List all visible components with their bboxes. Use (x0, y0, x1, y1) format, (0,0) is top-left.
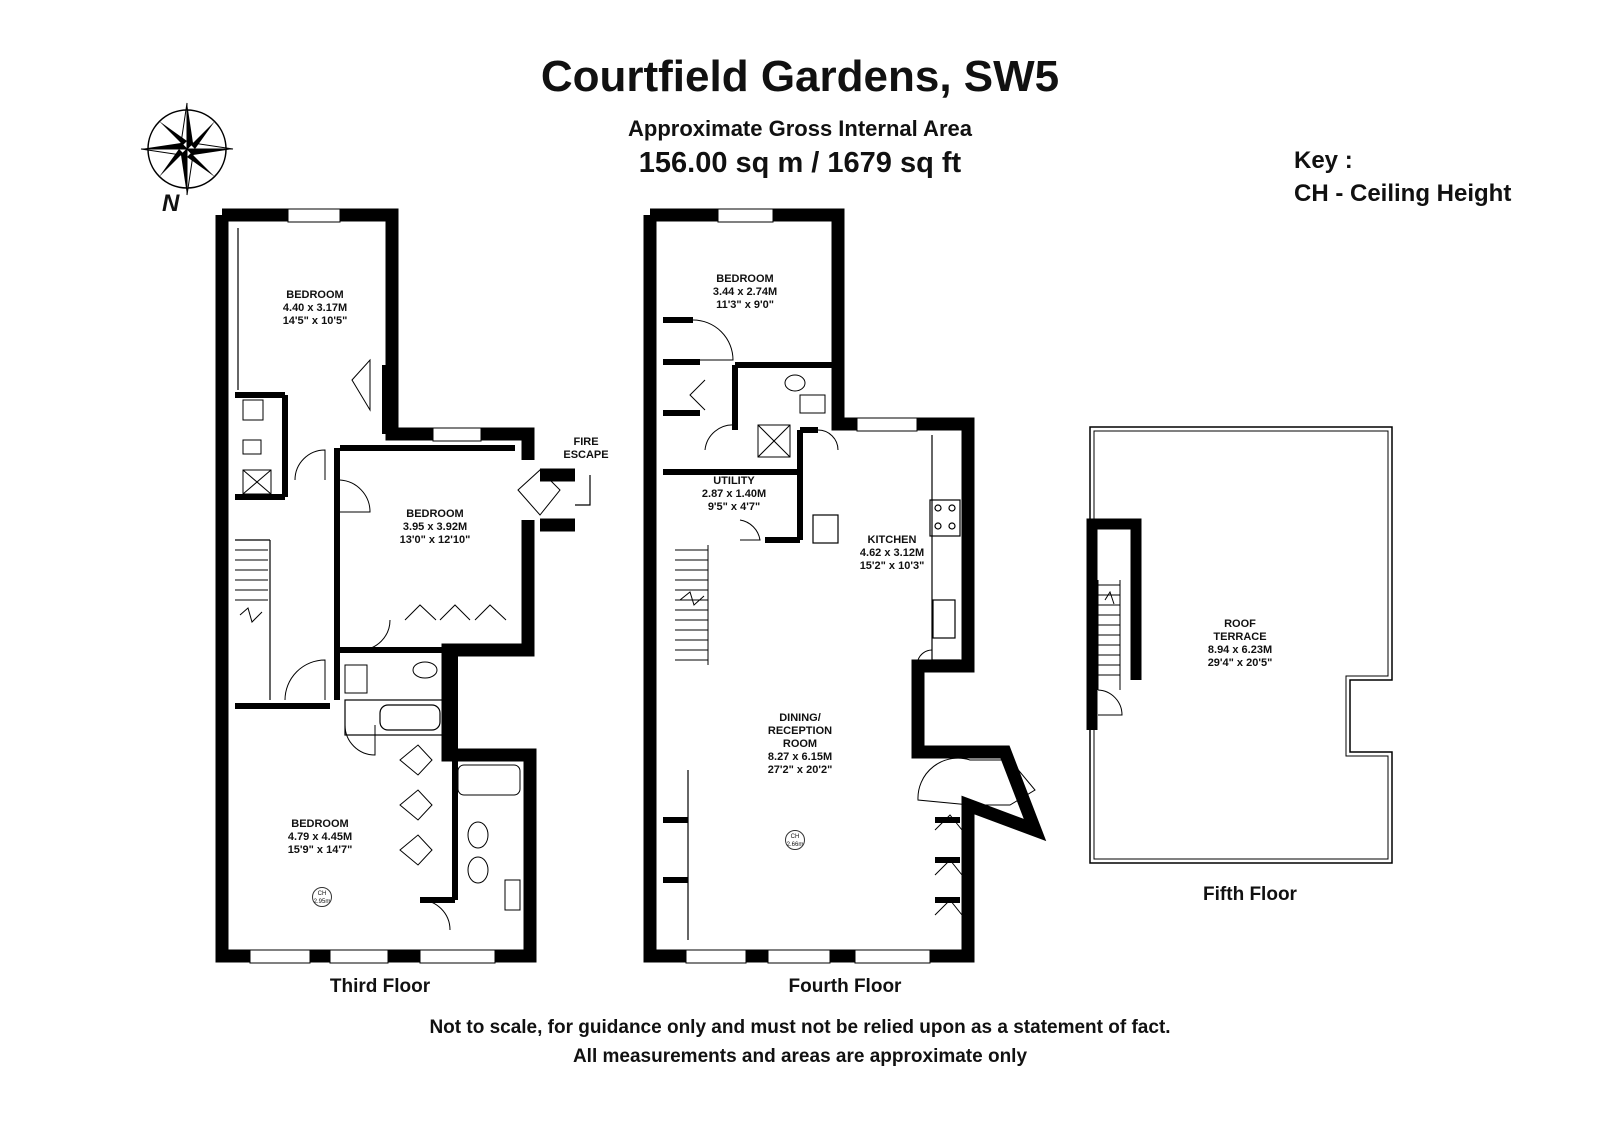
kitchen-label: KITCHEN 4.62 x 3.12M 15'2" x 10'3" (837, 534, 947, 573)
room-metric: 8.27 x 6.15M (767, 751, 833, 763)
key-heading: Key : (1294, 147, 1353, 174)
third-floor-plan (215, 208, 591, 964)
area-label: Approximate Gross Internal Area (628, 116, 972, 141)
room-imperial: 15'2" x 10'3" (859, 560, 925, 572)
fifth-floor-plan (1086, 426, 1393, 864)
room-imperial: 13'0" x 12'10" (399, 534, 471, 546)
room-name: BEDROOM (406, 508, 464, 520)
fourth-floor-label: Fourth Floor (788, 976, 902, 997)
third-bedroom-1-label: BEDROOM 4.40 x 3.17M 14'5" x 10'5" (260, 289, 370, 328)
utility-label: UTILITY 2.87 x 1.40M 9'5" x 4'7" (684, 475, 784, 514)
room-imperial: 9'5" x 4'7" (707, 501, 761, 513)
ch-value: 2.95m (313, 899, 331, 905)
ch-label: CH (790, 834, 800, 840)
disclaimer-line-1: Not to scale, for guidance only and must… (429, 1017, 1171, 1038)
room-name: UTILITY (713, 475, 755, 487)
room-metric: 4.40 x 3.17M (282, 302, 348, 314)
room-metric: 4.62 x 3.12M (859, 547, 925, 559)
third-bedroom-2-label: BEDROOM 3.95 x 3.92M 13'0" x 12'10" (380, 508, 490, 547)
fifth-floor-label: Fifth Floor (1203, 884, 1297, 905)
room-imperial: 14'5" x 10'5" (282, 315, 348, 327)
room-name-line-2: TERRACE (1213, 631, 1267, 643)
disclaimer-line-2: All measurements and areas are approxima… (572, 1046, 1028, 1067)
third-bedroom-3-label: BEDROOM 4.79 x 4.45M 15'9" x 14'7" (265, 818, 375, 857)
plan-title: Courtfield Gardens, SW5 (540, 52, 1060, 101)
fourth-bedroom-label: BEDROOM 3.44 x 2.74M 11'3" x 9'0" (690, 273, 800, 312)
room-imperial: 27'2" x 20'2" (767, 764, 833, 776)
room-name: BEDROOM (286, 289, 344, 301)
room-name-line-1: ROOF (1224, 618, 1256, 630)
room-imperial: 11'3" x 9'0" (716, 299, 774, 311)
fire-escape-label: FIRE ESCAPE (556, 436, 616, 462)
room-metric: 3.95 x 3.92M (402, 521, 468, 533)
third-ceiling-height-marker: CH 2.95m (312, 887, 332, 907)
room-name: BEDROOM (716, 273, 774, 285)
room-name-line-1: DINING/ (779, 712, 821, 724)
room-metric: 3.44 x 2.74M (712, 286, 778, 298)
room-name: KITCHEN (867, 534, 917, 546)
room-imperial: 15'9" x 14'7" (287, 844, 353, 856)
fire-escape-line-1: FIRE (573, 436, 599, 448)
fourth-ceiling-height-marker: CH 2.66m (785, 830, 805, 850)
room-imperial: 29'4" x 20'5" (1207, 657, 1273, 669)
room-metric: 8.94 x 6.23M (1207, 644, 1273, 656)
ch-label: CH (317, 891, 327, 897)
dining-reception-label: DINING/ RECEPTION ROOM 8.27 x 6.15M 27'2… (745, 712, 855, 777)
room-name-line-3: ROOM (782, 738, 818, 750)
compass-icon (140, 102, 234, 196)
ch-value: 2.66m (786, 842, 804, 848)
key-legend: Key : CH - Ceiling Height (1294, 144, 1511, 210)
room-name: BEDROOM (291, 818, 349, 830)
north-label: N (162, 190, 180, 217)
key-entry: CH - Ceiling Height (1294, 180, 1512, 207)
fourth-floor-plan (643, 208, 1047, 964)
fire-escape-line-2: ESCAPE (563, 449, 609, 461)
room-name-line-2: RECEPTION (767, 725, 833, 737)
roof-terrace-label: ROOF TERRACE 8.94 x 6.23M 29'4" x 20'5" (1185, 618, 1295, 670)
third-floor-label: Third Floor (329, 976, 431, 997)
room-metric: 4.79 x 4.45M (287, 831, 353, 843)
area-value: 156.00 sq m / 1679 sq ft (638, 147, 962, 179)
room-metric: 2.87 x 1.40M (701, 488, 767, 500)
